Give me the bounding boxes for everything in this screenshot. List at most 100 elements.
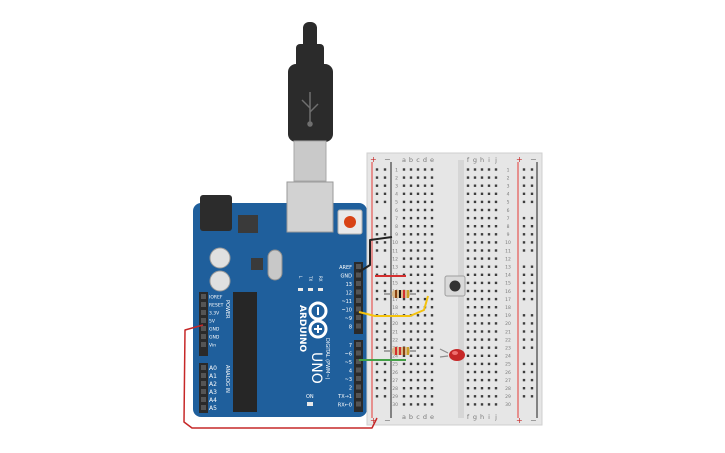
breadboard-hole[interactable]: [409, 176, 413, 179]
breadboard-hole[interactable]: [430, 403, 434, 406]
rail-hole[interactable]: [522, 370, 526, 374]
breadboard-hole[interactable]: [487, 241, 491, 244]
rail-hole[interactable]: [530, 314, 534, 317]
breadboard-hole[interactable]: [409, 281, 413, 285]
rail-hole[interactable]: [375, 265, 379, 268]
breadboard-hole[interactable]: [416, 200, 420, 204]
breadboard-hole[interactable]: [487, 192, 491, 195]
breadboard-hole[interactable]: [430, 322, 434, 325]
breadboard-hole[interactable]: [423, 192, 427, 195]
breadboard-hole[interactable]: [416, 322, 420, 325]
breadboard-hole[interactable]: [494, 176, 498, 179]
breadboard-hole[interactable]: [480, 249, 484, 252]
breadboard-hole[interactable]: [416, 184, 420, 187]
breadboard-hole[interactable]: [466, 387, 470, 390]
breadboard-hole[interactable]: [494, 330, 498, 333]
breadboard-hole[interactable]: [480, 241, 484, 244]
digital-pin[interactable]: [356, 264, 361, 269]
breadboard-hole[interactable]: [487, 265, 491, 268]
breadboard-hole[interactable]: [487, 403, 491, 406]
rail-hole[interactable]: [530, 395, 534, 398]
rail-hole[interactable]: [530, 241, 534, 244]
breadboard-hole[interactable]: [480, 176, 484, 179]
breadboard-hole[interactable]: [466, 257, 470, 260]
breadboard-hole[interactable]: [487, 297, 491, 301]
breadboard-hole[interactable]: [466, 362, 470, 366]
breadboard-hole[interactable]: [494, 306, 498, 309]
breadboard-hole[interactable]: [430, 281, 434, 285]
rail-hole[interactable]: [375, 249, 379, 252]
breadboard-hole[interactable]: [466, 225, 470, 228]
breadboard-hole[interactable]: [466, 403, 470, 406]
breadboard-hole[interactable]: [466, 168, 470, 171]
breadboard-hole[interactable]: [423, 233, 427, 236]
breadboard-hole[interactable]: [402, 378, 406, 382]
breadboard-hole[interactable]: [409, 168, 413, 171]
breadboard-hole[interactable]: [423, 378, 427, 382]
breadboard-hole[interactable]: [423, 273, 427, 276]
breadboard-hole[interactable]: [423, 354, 427, 357]
breadboard-hole[interactable]: [466, 216, 470, 220]
rail-hole[interactable]: [530, 216, 534, 220]
breadboard-hole[interactable]: [487, 362, 491, 366]
rail-hole[interactable]: [530, 184, 534, 187]
breadboard-hole[interactable]: [409, 216, 413, 220]
breadboard-hole[interactable]: [430, 387, 434, 390]
reset-button-cap[interactable]: [344, 216, 356, 228]
push-button-cap[interactable]: [449, 280, 461, 292]
breadboard-hole[interactable]: [423, 208, 427, 212]
breadboard-hole[interactable]: [487, 184, 491, 187]
breadboard-hole[interactable]: [473, 297, 477, 301]
breadboard-hole[interactable]: [416, 281, 420, 285]
breadboard-hole[interactable]: [473, 184, 477, 187]
breadboard-hole[interactable]: [494, 200, 498, 204]
breadboard-hole[interactable]: [494, 192, 498, 195]
breadboard-hole[interactable]: [473, 289, 477, 293]
breadboard-hole[interactable]: [487, 176, 491, 179]
usb-cable[interactable]: [288, 22, 333, 182]
breadboard-hole[interactable]: [473, 225, 477, 228]
breadboard-hole[interactable]: [480, 265, 484, 268]
breadboard-hole[interactable]: [494, 322, 498, 325]
rail-hole[interactable]: [530, 200, 534, 204]
breadboard-hole[interactable]: [494, 354, 498, 357]
breadboard-hole[interactable]: [494, 281, 498, 285]
power-pin[interactable]: [201, 342, 206, 347]
breadboard-hole[interactable]: [430, 200, 434, 204]
rail-hole[interactable]: [522, 273, 526, 276]
breadboard-hole[interactable]: [409, 289, 413, 293]
breadboard-hole[interactable]: [480, 322, 484, 325]
rail-hole[interactable]: [375, 297, 379, 301]
breadboard-hole[interactable]: [402, 330, 406, 333]
breadboard-hole[interactable]: [430, 168, 434, 171]
breadboard-hole[interactable]: [466, 241, 470, 244]
breadboard-hole[interactable]: [494, 370, 498, 374]
breadboard-hole[interactable]: [409, 249, 413, 252]
breadboard-hole[interactable]: [416, 370, 420, 374]
rail-hole[interactable]: [375, 346, 379, 349]
breadboard-hole[interactable]: [423, 346, 427, 349]
rail-hole[interactable]: [530, 281, 534, 285]
rail-hole[interactable]: [383, 192, 387, 195]
digital-pin[interactable]: [356, 272, 361, 278]
analog-pin[interactable]: [201, 397, 206, 402]
breadboard-hole[interactable]: [480, 330, 484, 333]
breadboard-hole[interactable]: [494, 241, 498, 244]
breadboard-hole[interactable]: [480, 289, 484, 293]
breadboard-hole[interactable]: [480, 273, 484, 276]
power-loop-wire[interactable]: [183, 324, 378, 429]
power-pin[interactable]: [201, 326, 206, 331]
rail-hole[interactable]: [383, 281, 387, 285]
breadboard-hole[interactable]: [494, 378, 498, 382]
rail-hole[interactable]: [522, 289, 526, 293]
breadboard-hole[interactable]: [423, 200, 427, 204]
breadboard-hole[interactable]: [487, 249, 491, 252]
breadboard-hole[interactable]: [473, 273, 477, 276]
rail-hole[interactable]: [522, 338, 526, 341]
breadboard-hole[interactable]: [480, 370, 484, 374]
breadboard-hole[interactable]: [487, 354, 491, 357]
breadboard-hole[interactable]: [409, 225, 413, 228]
rail-hole[interactable]: [522, 265, 526, 268]
resistor-button[interactable]: [384, 290, 416, 298]
breadboard-hole[interactable]: [487, 370, 491, 374]
